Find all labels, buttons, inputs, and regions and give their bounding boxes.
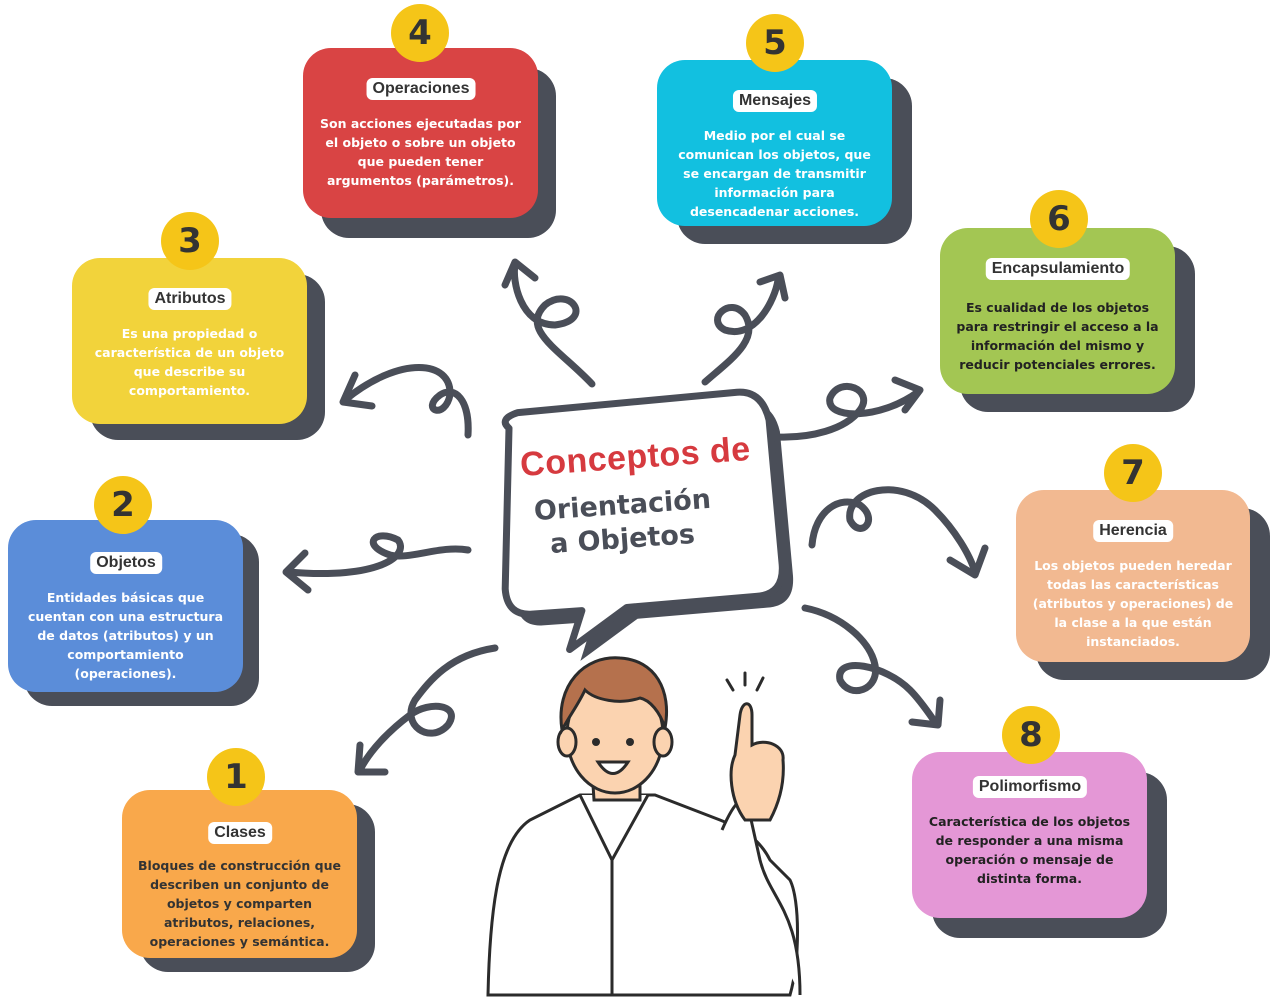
number-badge-5: 5: [746, 14, 804, 72]
number-badge-1: 1: [207, 748, 265, 806]
concept-label: Herencia: [1093, 520, 1173, 542]
arrow-to-operaciones: [510, 261, 596, 388]
concept-card-mensajes: Mensajes Medio por el cual se comunican …: [657, 60, 912, 245]
number-badge-8: 8: [1002, 706, 1060, 764]
concept-label: Operaciones: [366, 78, 476, 100]
concept-label: Encapsulamiento: [985, 258, 1131, 280]
concept-description: Medio por el cual se comunican los objet…: [678, 128, 871, 219]
number-badge-3: 3: [161, 212, 219, 270]
concept-card-operaciones: Operaciones Son acciones ejecutadas por …: [303, 48, 558, 240]
arrow-to-mensajes: [701, 276, 782, 386]
card-background: [657, 60, 892, 226]
speech-bubble: [501, 388, 794, 661]
concept-description: Característica de los objetos de respond…: [928, 814, 1131, 886]
concept-description: Es una propiedad o característica de un …: [94, 326, 285, 398]
card-background: [303, 48, 538, 218]
concept-label: Objetos: [90, 552, 162, 574]
concept-label: Mensajes: [732, 90, 818, 112]
character-illustration: [486, 656, 802, 997]
arrow-to-clases: [356, 644, 499, 774]
arrow-to-herencia: [808, 486, 979, 576]
concept-card-atributos: Atributos Es una propiedad o característ…: [72, 258, 327, 440]
number-badge-7: 7: [1104, 444, 1162, 502]
card-background: [8, 520, 243, 692]
concept-card-clases: Clases Bloques de construcción que descr…: [122, 790, 375, 972]
card-background: [940, 228, 1175, 394]
number-badge-2: 2: [94, 476, 152, 534]
arrow-to-polimorfismo: [801, 604, 939, 726]
arrow-to-atributos: [341, 364, 472, 439]
arrow-to-objetos: [284, 532, 472, 578]
concept-card-polimorfismo: Polimorfismo Característica de los objet…: [912, 752, 1167, 940]
concept-description: Los objetos pueden heredar todas las car…: [1032, 558, 1234, 649]
card-background: [122, 790, 357, 958]
number-badge-4: 4: [391, 4, 449, 62]
concept-description: Bloques de construcción que describen un…: [138, 858, 341, 949]
card-background: [72, 258, 307, 424]
concept-label: Clases: [208, 822, 272, 844]
concept-card-objetos: Objetos Entidades básicas que cuentan co…: [8, 520, 260, 706]
concept-description: Son acciones ejecutadas por el objeto o …: [320, 116, 521, 188]
concept-label: Atributos: [148, 288, 232, 310]
card-background: [1016, 490, 1250, 662]
concept-label: Polimorfismo: [972, 776, 1088, 798]
arrow-to-encapsulamiento: [774, 383, 922, 441]
concept-description: Es cualidad de los objetos para restring…: [956, 300, 1159, 372]
number-badge-6: 6: [1030, 190, 1088, 248]
concept-card-herencia: Herencia Los objetos pueden heredar toda…: [1016, 490, 1270, 680]
concept-description: Entidades básicas que cuentan con una es…: [27, 590, 224, 681]
concept-card-encapsulamiento: Encapsulamiento Es cualidad de los objet…: [940, 228, 1195, 413]
